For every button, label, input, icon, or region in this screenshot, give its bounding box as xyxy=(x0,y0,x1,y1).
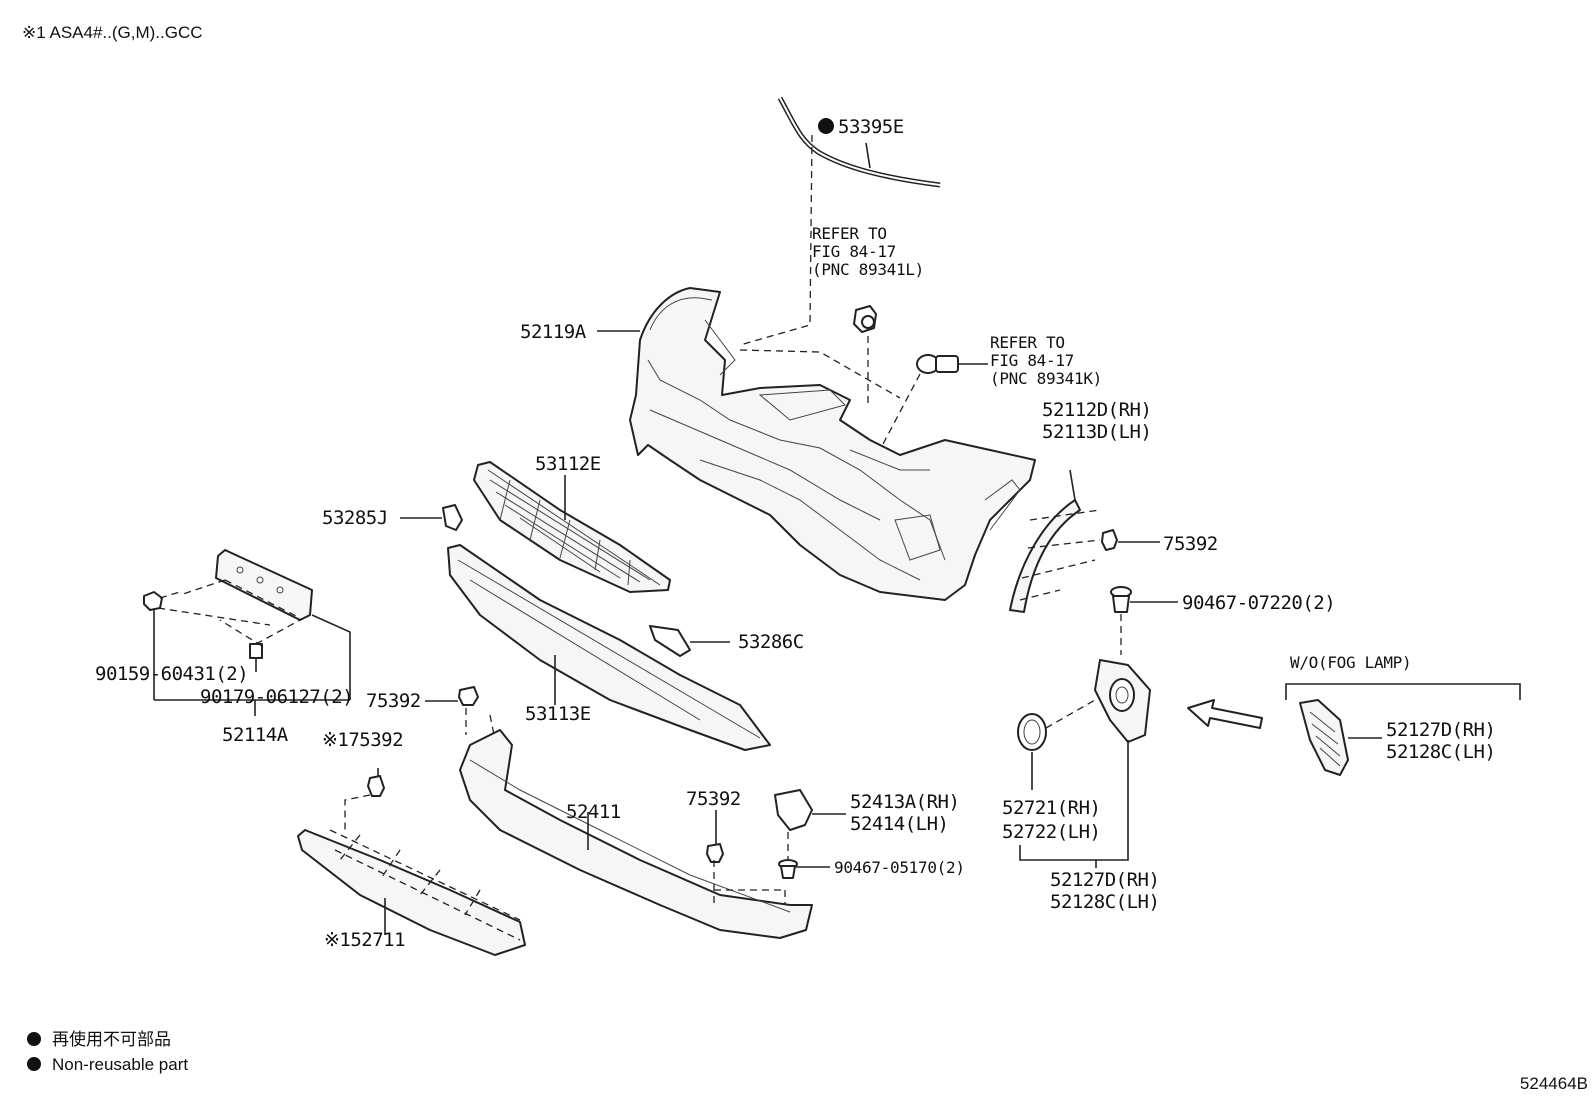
clip-75392-fender[interactable] xyxy=(1101,529,1118,551)
callout-75392-center[interactable]: 75392 xyxy=(366,690,421,712)
part-52711-lower-spoiler[interactable] xyxy=(297,829,526,956)
callout-52119a[interactable]: 52119A xyxy=(520,321,587,343)
part-52112d-fender-liner[interactable] xyxy=(1009,499,1081,613)
callout-75392-fender[interactable]: 75392 xyxy=(1163,533,1218,555)
nut-90179-06127[interactable] xyxy=(249,643,263,659)
callout-90159-60431[interactable]: 90159-60431(2) xyxy=(95,663,249,685)
legend-marker-icon-2 xyxy=(27,1057,41,1071)
callout-52711[interactable]: ※152711 xyxy=(324,929,406,951)
part-52127d-bezel-no-fog[interactable] xyxy=(1299,699,1349,776)
part-52721-fog-ring[interactable] xyxy=(1017,713,1047,751)
callout-52113d[interactable]: 52113D(LH) xyxy=(1042,421,1152,443)
clip-75392-spoiler[interactable] xyxy=(367,775,385,797)
header-note: ※1 ASA4#..(G,M)..GCC xyxy=(22,23,203,42)
callout-75392-spoiler[interactable]: ※175392 xyxy=(322,729,404,751)
bolt-90159-60431[interactable] xyxy=(143,591,163,611)
callout-53112e[interactable]: 53112E xyxy=(535,453,601,475)
callout-52411[interactable]: 52411 xyxy=(566,801,621,823)
clip-75392-lower[interactable] xyxy=(706,843,724,863)
refer-note-2-line3: (PNC 89341K) xyxy=(990,369,1102,388)
wo-fog-lamp-label: W/O(FOG LAMP) xyxy=(1290,653,1411,672)
callout-52722[interactable]: 52722(LH) xyxy=(1002,821,1101,843)
refer-note-1-line3: (PNC 89341L) xyxy=(812,260,924,279)
callout-53113e[interactable]: 53113E xyxy=(525,703,591,725)
callout-52114a[interactable]: 52114A xyxy=(222,724,289,746)
legend-marker-icon-1 xyxy=(27,1032,41,1046)
callout-90179-06127[interactable]: 90179-06127(2) xyxy=(200,686,354,708)
callout-52112d[interactable]: 52112D(RH) xyxy=(1042,399,1152,421)
refer-note-1-line1: REFER TO xyxy=(812,224,887,243)
clip-75392-center[interactable] xyxy=(458,686,479,706)
parking-sensor-89341l[interactable] xyxy=(853,305,877,333)
part-53285j-cover[interactable] xyxy=(442,504,463,531)
legend-jp: 再使用不可部品 xyxy=(52,1029,171,1049)
parking-sensor-89341k[interactable] xyxy=(916,354,959,374)
direction-arrow-icon xyxy=(1187,699,1263,729)
callout-75392-lower[interactable]: 75392 xyxy=(686,788,741,810)
clip-90467-07220[interactable] xyxy=(1110,586,1132,613)
callout-90467-07220[interactable]: 90467-07220(2) xyxy=(1182,592,1336,614)
part-53112e-upper-grille[interactable] xyxy=(473,461,671,593)
refer-note-2-line2: FIG 84-17 xyxy=(990,351,1074,370)
part-52114a-license-bracket[interactable] xyxy=(215,549,313,621)
part-53113e-lower-grille[interactable] xyxy=(447,544,771,751)
callout-52127d-a[interactable]: 52127D(RH) xyxy=(1386,719,1496,741)
callout-52414[interactable]: 52414(LH) xyxy=(850,813,949,835)
callout-52127d-b[interactable]: 52127D(RH) xyxy=(1050,869,1160,891)
refer-note-1-line2: FIG 84-17 xyxy=(812,242,896,261)
non-reusable-marker-icon xyxy=(818,118,834,134)
part-52127d-bezel-with-fog[interactable] xyxy=(1094,659,1151,743)
legend-en: Non-reusable part xyxy=(52,1055,188,1074)
refer-note-2-line1: REFER TO xyxy=(990,333,1065,352)
callout-52128c-b[interactable]: 52128C(LH) xyxy=(1050,891,1160,913)
callout-52128c-a[interactable]: 52128C(LH) xyxy=(1386,741,1496,763)
callout-90467-05170[interactable]: 90467-05170(2) xyxy=(834,858,965,877)
callout-53395e[interactable]: 53395E xyxy=(838,116,904,138)
callout-52721[interactable]: 52721(RH) xyxy=(1002,797,1101,819)
callout-53285j[interactable]: 53285J xyxy=(322,507,388,529)
callout-53286c[interactable]: 53286C xyxy=(738,631,804,653)
part-52413a-bracket[interactable] xyxy=(774,789,813,831)
figure-id: 524464B xyxy=(1520,1074,1588,1093)
callout-52413a[interactable]: 52413A(RH) xyxy=(850,791,960,813)
part-53286c-cover[interactable] xyxy=(649,625,691,657)
part-52119a-bumper-cover[interactable] xyxy=(629,287,1036,601)
part-52411-lower-bumper[interactable] xyxy=(459,729,813,939)
clip-90467-05170[interactable] xyxy=(778,859,798,879)
part-53395e-seal-strip[interactable] xyxy=(777,96,941,188)
